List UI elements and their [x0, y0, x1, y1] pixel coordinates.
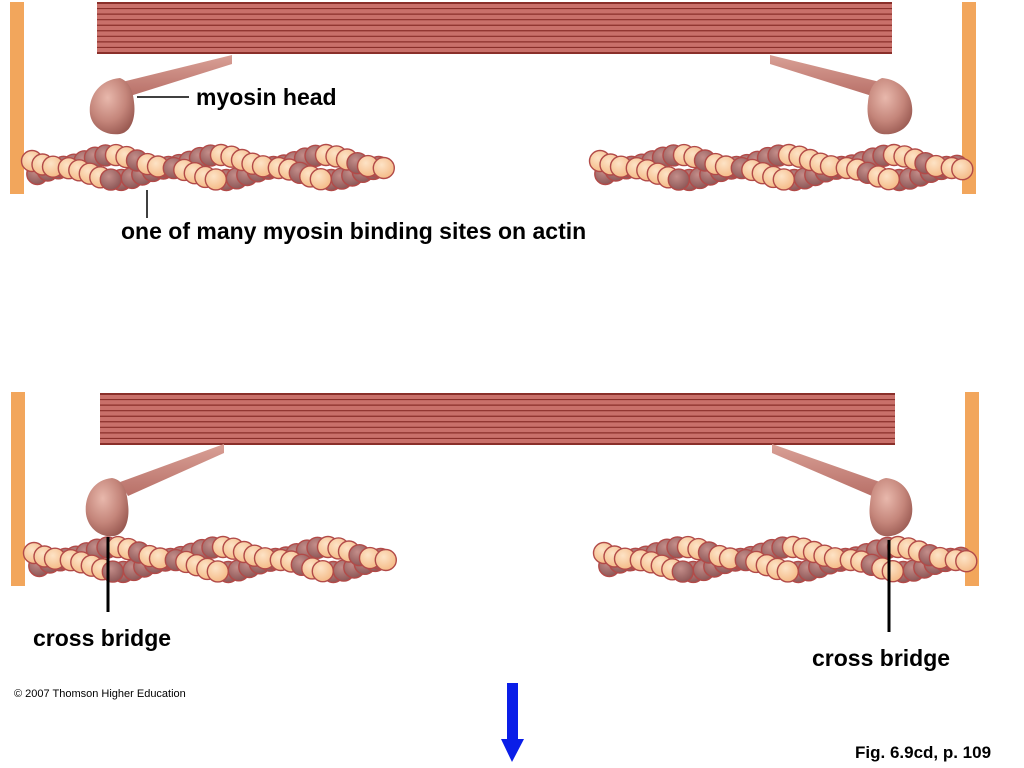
z-line-left-bottom	[11, 392, 25, 586]
actin-filament-left-top	[20, 143, 395, 192]
actin-filament-left-bottom	[22, 535, 397, 584]
z-line-right-bottom	[965, 392, 979, 586]
figure-reference: Fig. 6.9cd, p. 109	[855, 743, 992, 762]
z-line-left-top	[10, 2, 24, 194]
cross-bridge-head-left	[85, 444, 224, 537]
actin-filament-right-bottom	[592, 535, 978, 584]
copyright-text: © 2007 Thomson Higher Education	[14, 688, 186, 700]
cross-bridge-label-right: cross bridge	[812, 645, 951, 671]
cross-bridge-label-left: cross bridge	[33, 625, 172, 651]
down-arrow-icon	[501, 683, 524, 762]
z-line-right-top	[962, 2, 976, 194]
thick-filament-bottom	[100, 393, 895, 445]
myosin-head-right-top	[770, 55, 913, 135]
thick-filament-top	[97, 2, 892, 54]
actin-filament-right-top	[588, 143, 974, 192]
top-panel-relaxed	[10, 2, 976, 218]
cross-bridge-head-right	[772, 444, 913, 537]
myosin-head-label: myosin head	[196, 84, 337, 110]
bottom-panel-cross-bridges	[11, 392, 979, 632]
binding-site-label: one of many myosin binding sites on acti…	[121, 218, 587, 244]
myosin-head-left-top	[89, 55, 232, 135]
